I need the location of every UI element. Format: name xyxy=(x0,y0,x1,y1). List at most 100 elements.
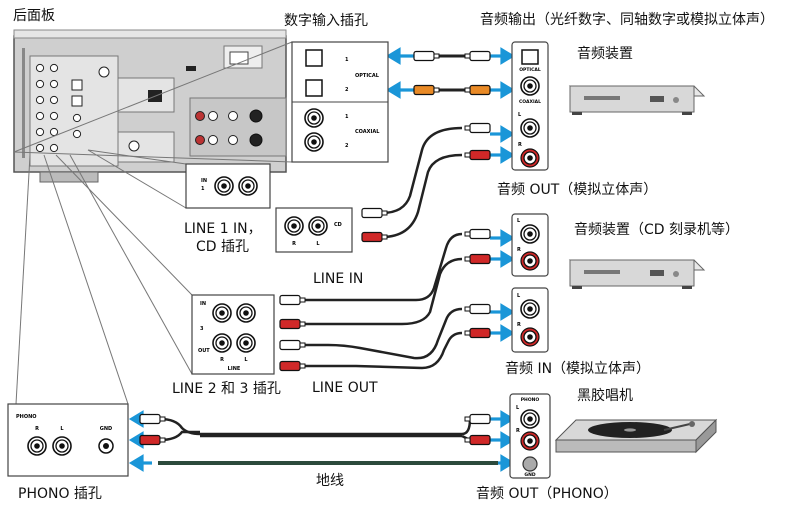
plug-icon xyxy=(464,434,491,446)
cd-player-icon xyxy=(568,85,706,115)
plug-icon xyxy=(413,84,440,96)
turntable-phono-label: PHONO xyxy=(521,397,540,403)
rca-jack-icon xyxy=(520,409,540,429)
coaxial-port-1-label: 1 xyxy=(345,114,349,120)
receiver-rear-panel xyxy=(13,29,287,183)
plug-icon xyxy=(279,294,306,306)
rca-jack-icon xyxy=(236,333,256,353)
line1-cd-label-line2: CD 插孔 xyxy=(196,239,250,255)
plug-icon xyxy=(361,207,388,219)
cd-r-label: R xyxy=(292,241,296,247)
plug-icon xyxy=(464,122,491,134)
coaxial-port-2-label: 2 xyxy=(345,143,349,149)
rca-jack-icon xyxy=(284,216,304,236)
turntable-label: 黑胶唱机 xyxy=(577,388,633,404)
rca-jack-icon xyxy=(308,216,328,236)
rca-jack-icon xyxy=(212,303,232,323)
optical-jack-icon xyxy=(305,49,323,67)
optical-jack-icon xyxy=(305,79,323,97)
digital-input-jacks-label: 数字输入插孔 xyxy=(284,13,368,29)
turntable-r-label: R xyxy=(516,428,520,434)
rca-jack-icon xyxy=(520,224,540,244)
line23-number-label: 3 xyxy=(200,326,204,332)
phono-jacks-label: PHONO 插孔 xyxy=(18,486,102,502)
rca-jack-icon xyxy=(520,431,540,451)
recorder-out-r-label: R xyxy=(517,247,521,253)
recorder-output-panel: L R xyxy=(511,213,549,277)
plug-icon xyxy=(413,50,440,62)
coaxial-jack-icon xyxy=(520,76,540,96)
plug-icon xyxy=(464,303,491,315)
plug-icon xyxy=(279,318,306,330)
ground-terminal-icon xyxy=(522,456,538,472)
coaxial-jack-icon xyxy=(304,132,324,152)
line23-in-label: IN xyxy=(200,301,206,307)
plug-icon xyxy=(279,360,306,372)
rca-jack-icon xyxy=(520,251,540,271)
line23-line-label: LINE xyxy=(228,366,241,372)
phono-inset: PHONO R L GND xyxy=(7,154,129,477)
line23-jacks-label: LINE 2 和 3 插孔 xyxy=(172,381,281,397)
turntable-output-panel: PHONO L R GND xyxy=(509,393,551,479)
phono-r-label: R xyxy=(35,426,39,432)
line1-cd-inset: IN 1 CD R L xyxy=(87,149,353,253)
cd-analog-cable xyxy=(361,122,491,243)
recorder-out-l-label: L xyxy=(517,218,521,224)
digital-input-inset: 1 2 1 2 OPTICAL COAXIAL xyxy=(13,41,389,163)
rca-jack-icon xyxy=(520,148,540,168)
coaxial-label: COAXIAL xyxy=(355,129,380,135)
device-l-label: L xyxy=(518,112,522,118)
rear-panel-label: 后面板 xyxy=(13,8,55,24)
audio-out-analog-label: 音频 OUT（模拟立体声） xyxy=(497,182,658,198)
audio-device-cd-label: 音频装置（CD 刻录机等） xyxy=(574,222,740,238)
audio-device-label: 音频装置 xyxy=(577,46,633,62)
line-out-label: LINE OUT xyxy=(312,380,378,396)
coaxial-jack-icon xyxy=(304,108,324,128)
rca-jack-icon xyxy=(520,299,540,319)
rca-jack-icon xyxy=(520,118,540,138)
audio-in-analog-label: 音频 IN（模拟立体声） xyxy=(505,361,651,377)
device-output-panel: OPTICAL COAXIAL L R xyxy=(511,41,549,171)
line23-l-label: L xyxy=(244,357,248,363)
plug-icon xyxy=(464,149,491,161)
rca-jack-icon xyxy=(236,303,256,323)
line23-inset: IN 3 OUT R L LINE xyxy=(55,154,275,375)
cd-l-label: L xyxy=(316,241,320,247)
turntable-l-label: L xyxy=(516,405,520,411)
plug-icon xyxy=(139,413,166,425)
line23-r-label: R xyxy=(220,357,224,363)
digital-cables xyxy=(413,50,491,96)
plug-icon xyxy=(279,339,306,351)
rca-jack-icon xyxy=(238,176,258,196)
audio-out-phono-label: 音频 OUT（PHONO） xyxy=(476,486,618,502)
turntable-icon xyxy=(554,418,718,454)
plug-icon xyxy=(464,84,491,96)
rca-jack-icon xyxy=(52,436,72,456)
rca-jack-icon xyxy=(212,333,232,353)
plug-icon xyxy=(464,327,491,339)
phono-l-label: L xyxy=(60,426,64,432)
cd-label: CD xyxy=(334,222,342,228)
optical-jack-icon xyxy=(521,49,539,65)
plug-icon xyxy=(464,228,491,240)
device-optical-label: OPTICAL xyxy=(519,67,541,73)
turntable-gnd-label: GND xyxy=(524,472,535,478)
ground-wire-label: 地线 xyxy=(316,473,344,489)
audio-output-title: 音频输出（光纤数字、同轴数字或模拟立体声） xyxy=(480,12,774,28)
line1-in-label: IN xyxy=(201,178,207,184)
optical-label: OPTICAL xyxy=(355,73,380,79)
rca-jack-icon xyxy=(520,327,540,347)
plug-icon xyxy=(139,434,166,446)
plug-icon xyxy=(464,253,491,265)
recorder-input-panel: L R xyxy=(511,287,549,353)
phono-cables xyxy=(139,413,498,465)
plug-icon xyxy=(361,231,388,243)
rca-jack-icon xyxy=(214,176,234,196)
device-coaxial-label: COAXIAL xyxy=(519,99,541,105)
line1-cd-label-line1: LINE 1 IN， xyxy=(184,221,262,237)
phono-label: PHONO xyxy=(16,414,37,420)
cd-recorder-icon xyxy=(568,259,706,289)
device-r-label: R xyxy=(518,142,522,148)
